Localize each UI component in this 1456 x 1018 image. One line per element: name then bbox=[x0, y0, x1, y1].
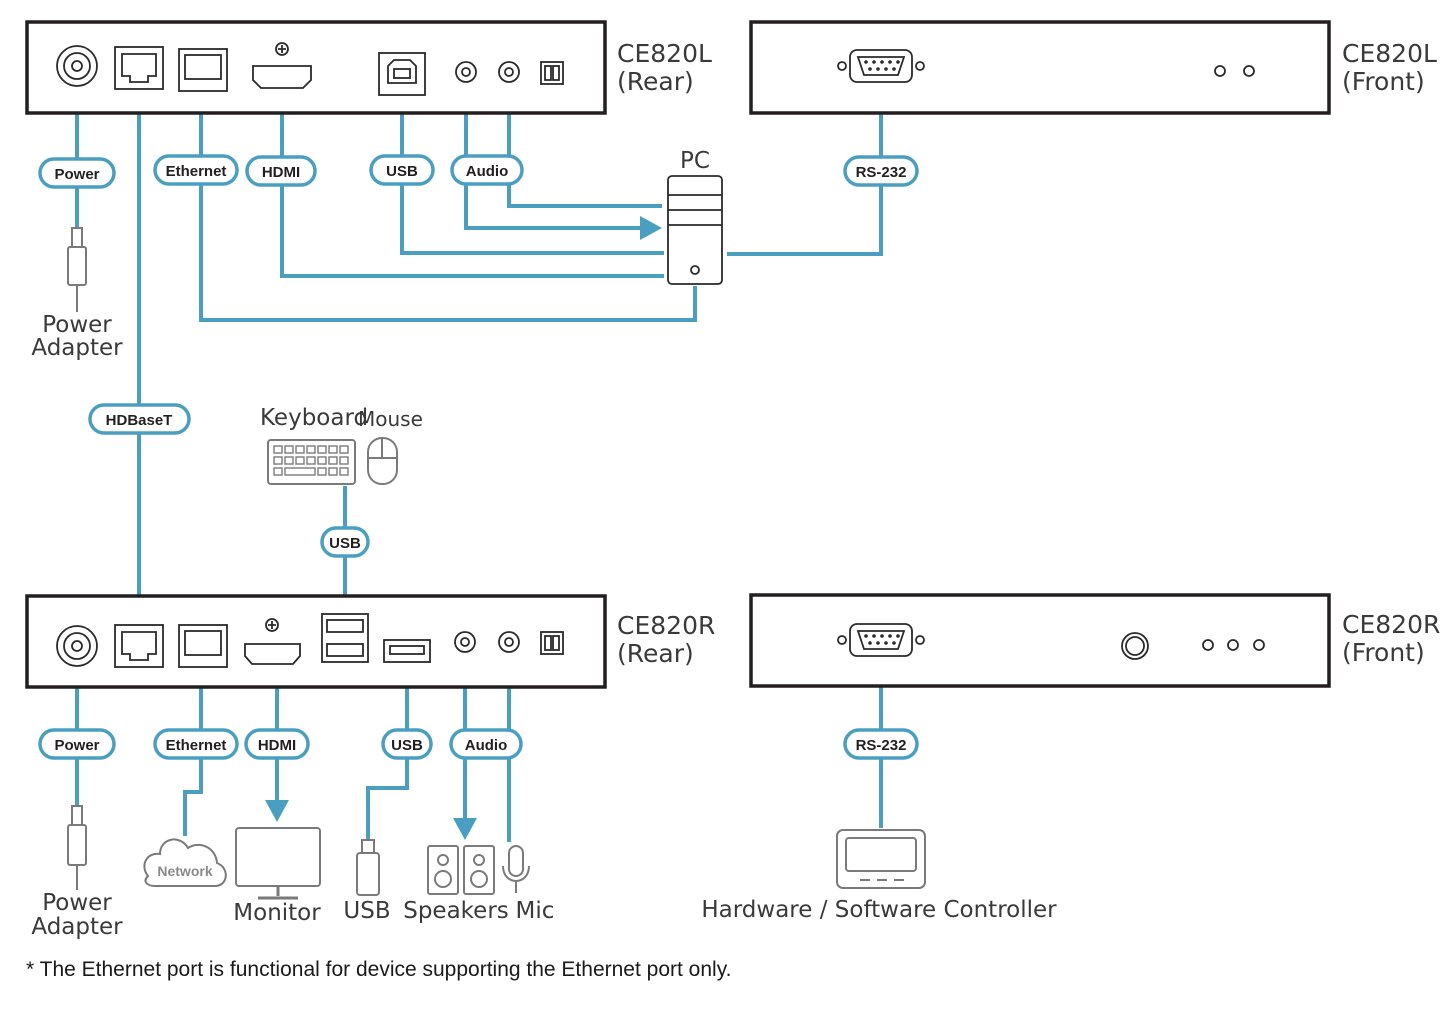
power-jack-icon bbox=[56, 45, 98, 87]
audio-jack-in-icon bbox=[498, 61, 520, 83]
ethernet-port-icon bbox=[178, 624, 228, 668]
cable-lines bbox=[75, 82, 883, 842]
ce820l-rear-name: CE820L bbox=[617, 39, 712, 68]
dip-switch-icon bbox=[540, 631, 564, 655]
bottom-power-adapter-label-2: Adapter bbox=[31, 914, 123, 940]
footnote: * The Ethernet port is functional for de… bbox=[26, 958, 732, 981]
keyboard-label: Keyboard bbox=[260, 405, 368, 431]
cable-label-top-ethernet: Ethernet bbox=[153, 154, 239, 186]
ce820l-front-device bbox=[749, 20, 1331, 115]
network-label: Network bbox=[157, 863, 212, 879]
hdbaset-port-icon bbox=[114, 46, 164, 90]
keyboard-icon bbox=[267, 439, 356, 485]
pc-tower-icon bbox=[667, 175, 723, 285]
controller-device-icon bbox=[836, 829, 926, 889]
bottom-power-adapter-label-1: Power bbox=[42, 890, 112, 916]
top-power-adapter-label-1: Power bbox=[42, 312, 112, 338]
speakers-label: Speakers bbox=[403, 898, 509, 924]
svg-text:Power: Power bbox=[54, 166, 99, 183]
cable-label-hdbaset: HDBaseT bbox=[88, 403, 191, 435]
ce820l-front-name: CE820L bbox=[1342, 39, 1437, 68]
audio-jack-out-icon bbox=[454, 631, 476, 653]
svg-text:RS-232: RS-232 bbox=[856, 737, 907, 754]
microphone-icon bbox=[502, 845, 530, 893]
cable-label-top-audio: Audio bbox=[450, 154, 524, 186]
led-indicator-icon bbox=[1202, 639, 1265, 651]
audio-jack-in-icon bbox=[498, 631, 520, 653]
ce820r-rear-device bbox=[25, 594, 607, 689]
cable-label-bottom-hdmi: HDMI bbox=[244, 728, 310, 760]
usb-a-ports-icon bbox=[321, 613, 369, 663]
button-icon bbox=[1121, 632, 1149, 660]
ce820l-rear-side: (Rear) bbox=[617, 67, 694, 96]
power-adapter-plug-icon bbox=[67, 805, 87, 890]
cable-label-bottom-usb: USB bbox=[381, 728, 433, 760]
mic-label: Mic bbox=[516, 898, 555, 924]
ce820l-front-side: (Front) bbox=[1342, 67, 1425, 96]
cable-label-top-hdmi: HDMI bbox=[245, 155, 317, 187]
dip-switch-icon bbox=[540, 61, 564, 85]
cable-label-top-rs232: RS-232 bbox=[843, 155, 919, 187]
svg-text:Ethernet: Ethernet bbox=[166, 737, 227, 754]
svg-text:Audio: Audio bbox=[466, 163, 509, 180]
pc-label: PC bbox=[680, 148, 710, 174]
usb-flash-drive-icon bbox=[356, 839, 380, 896]
top-power-adapter-label-2: Adapter bbox=[31, 335, 123, 361]
hdmi-port-icon bbox=[244, 618, 301, 665]
ce820r-front-name: CE820R bbox=[1342, 610, 1440, 639]
svg-text:HDBaseT: HDBaseT bbox=[106, 412, 173, 429]
usb-label: USB bbox=[343, 898, 390, 924]
power-jack-icon bbox=[56, 625, 98, 667]
svg-text:USB: USB bbox=[391, 737, 423, 754]
hdbaset-port-icon bbox=[114, 624, 164, 668]
cable-label-bottom-rs232: RS-232 bbox=[843, 728, 919, 760]
ce820r-rear-side: (Rear) bbox=[617, 639, 694, 668]
led-indicator-icon bbox=[1214, 65, 1255, 77]
usb-a-port-icon bbox=[383, 639, 431, 663]
speakers-icon bbox=[427, 845, 495, 895]
ethernet-port-icon bbox=[178, 48, 228, 92]
svg-text:USB: USB bbox=[386, 163, 418, 180]
cable-label-top-usb: USB bbox=[369, 154, 435, 186]
cable-label-top-power: Power bbox=[38, 157, 116, 189]
monitor-label: Monitor bbox=[233, 900, 321, 926]
cable-label-bottom-power: Power bbox=[38, 728, 116, 760]
mouse-label: Mouse bbox=[358, 407, 423, 431]
hdmi-port-icon bbox=[252, 42, 312, 89]
svg-text:HDMI: HDMI bbox=[258, 737, 296, 754]
power-adapter-plug-icon bbox=[67, 227, 87, 312]
svg-text:RS-232: RS-232 bbox=[856, 164, 907, 181]
monitor-icon bbox=[235, 827, 321, 900]
cable-label-bottom-audio: Audio bbox=[449, 728, 523, 760]
svg-text:Ethernet: Ethernet bbox=[166, 163, 227, 180]
cable-label-bottom-ethernet: Ethernet bbox=[153, 728, 239, 760]
ce820r-front-device bbox=[749, 593, 1331, 688]
mouse-icon bbox=[367, 437, 398, 485]
rs232-port-icon bbox=[837, 49, 925, 83]
ce820r-front-side: (Front) bbox=[1342, 638, 1425, 667]
usb-b-port-icon bbox=[378, 52, 426, 96]
ce820r-rear-name: CE820R bbox=[617, 611, 715, 640]
network-cloud-icon bbox=[143, 838, 227, 887]
controller-label: Hardware / Software Controller bbox=[701, 897, 1057, 923]
svg-text:USB: USB bbox=[329, 535, 361, 552]
audio-jack-out-icon bbox=[455, 61, 477, 83]
ce820l-rear-device bbox=[25, 20, 607, 115]
svg-text:Audio: Audio bbox=[465, 737, 508, 754]
svg-text:HDMI: HDMI bbox=[262, 164, 300, 181]
cable-label-kbm-usb: USB bbox=[320, 526, 370, 558]
svg-text:Power: Power bbox=[54, 737, 99, 754]
rs232-port-icon bbox=[837, 623, 925, 657]
